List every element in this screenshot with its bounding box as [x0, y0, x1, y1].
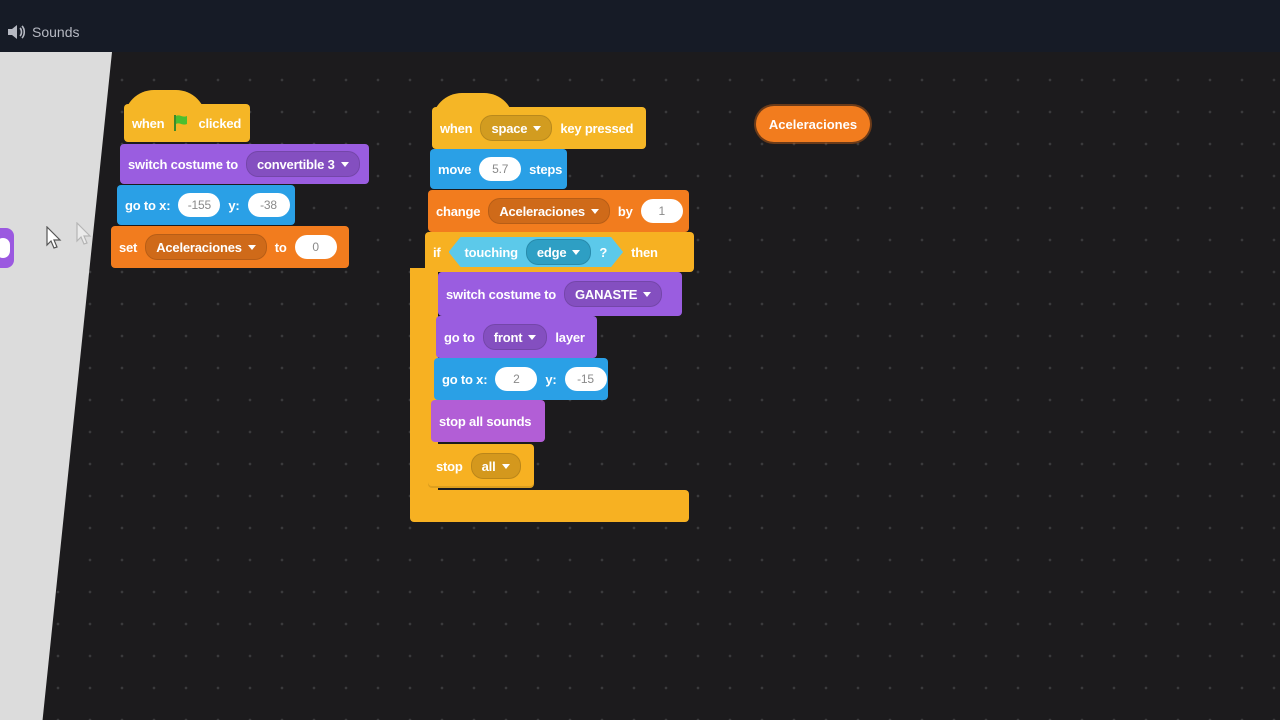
stop-option-value: all — [481, 458, 496, 474]
go-to-x-label: go to x: — [442, 371, 488, 387]
stop-all-sounds-block[interactable]: stop all sounds — [431, 400, 545, 442]
set-variable-block[interactable]: set Aceleraciones to 0 — [111, 226, 349, 268]
go-to-xy-block[interactable]: go to x: 2 y: -15 — [434, 358, 608, 400]
x-input[interactable]: -155 — [178, 193, 221, 217]
variable-dropdown[interactable]: Aceleraciones — [145, 234, 267, 260]
y-input[interactable]: -15 — [564, 367, 607, 391]
stop-option-dropdown[interactable]: all — [470, 453, 521, 479]
y-label: y: — [228, 197, 240, 213]
variable-value: Aceleraciones — [156, 239, 242, 255]
if-block-bottom-arm — [410, 490, 689, 522]
costume-dropdown[interactable]: GANASTE — [564, 281, 663, 307]
steps-label: steps — [529, 161, 563, 177]
change-value-input[interactable]: 1 — [640, 199, 683, 223]
tab-sounds[interactable]: Sounds — [6, 22, 79, 42]
costume-dropdown[interactable]: convertible 3 — [246, 151, 360, 177]
go-to-layer-block[interactable]: go to front layer — [436, 316, 597, 358]
tab-sounds-label: Sounds — [32, 24, 80, 40]
change-variable-block[interactable]: change Aceleraciones by 1 — [428, 190, 689, 232]
chevron-down-icon — [643, 291, 652, 297]
set-label: set — [119, 239, 138, 255]
y-label: y: — [545, 371, 557, 387]
when-key-pressed-block[interactable]: when space key pressed — [432, 93, 646, 149]
variable-value: Aceleraciones — [499, 203, 585, 219]
touching-object-value: edge — [536, 244, 567, 260]
go-to-label: go to — [444, 329, 475, 345]
top-bar: Sounds — [0, 0, 1280, 52]
go-to-x-label: go to x: — [125, 197, 171, 213]
key-pressed-label: key pressed — [560, 120, 634, 136]
touching-label: touching — [464, 244, 518, 260]
clicked-label: clicked — [198, 115, 242, 131]
costume-value: convertible 3 — [257, 156, 335, 172]
move-label: move — [438, 161, 472, 177]
if-then-block[interactable]: if touching edge ? then — [425, 232, 694, 272]
chevron-down-icon — [572, 250, 580, 255]
switch-costume-block[interactable]: switch costume to GANASTE — [438, 272, 682, 316]
question-mark-label: ? — [599, 244, 608, 260]
when-flag-clicked-block[interactable]: when clicked — [124, 90, 250, 142]
set-value-input[interactable]: 0 — [294, 235, 337, 259]
by-label: by — [617, 203, 633, 219]
when-label: when — [132, 115, 165, 131]
when-label: when — [440, 120, 473, 136]
costume-value: GANASTE — [575, 286, 638, 302]
variable-dropdown[interactable]: Aceleraciones — [488, 198, 610, 224]
stop-block[interactable]: stop all — [428, 444, 534, 488]
mouse-cursor-ghost-icon — [76, 222, 92, 245]
layer-label: layer — [555, 329, 585, 345]
key-value: space — [491, 120, 528, 136]
go-to-xy-block[interactable]: go to x: -155 y: -38 — [117, 185, 295, 225]
y-input[interactable]: -38 — [247, 193, 290, 217]
layer-dropdown[interactable]: front — [482, 324, 548, 350]
if-label: if — [433, 244, 441, 260]
layer-value: front — [493, 329, 523, 345]
stop-label: stop — [436, 458, 463, 474]
move-steps-block[interactable]: move 5.7 steps — [430, 149, 567, 189]
key-dropdown[interactable]: space — [480, 115, 553, 141]
stop-all-sounds-label: stop all sounds — [439, 413, 532, 429]
chevron-down-icon — [247, 244, 256, 250]
change-label: change — [436, 203, 481, 219]
touching-object-dropdown[interactable]: edge — [526, 239, 592, 265]
chevron-down-icon — [528, 334, 537, 340]
reporter-label: Aceleraciones — [768, 116, 858, 132]
chevron-down-icon — [340, 161, 349, 167]
steps-input[interactable]: 5.7 — [479, 157, 522, 181]
switch-costume-label: switch costume to — [446, 286, 557, 302]
chevron-down-icon — [501, 463, 510, 469]
chevron-down-icon — [590, 208, 599, 214]
x-input[interactable]: 2 — [495, 367, 538, 391]
touching-condition-block[interactable]: touching edge ? — [449, 237, 624, 267]
variable-reporter-aceleraciones[interactable]: Aceleraciones — [756, 106, 870, 142]
palette-block-fragment[interactable] — [0, 228, 14, 268]
then-label: then — [631, 244, 658, 260]
speaker-icon — [8, 25, 26, 39]
green-flag-icon — [174, 115, 188, 131]
to-label: to — [274, 239, 287, 255]
mouse-cursor-icon — [46, 226, 62, 249]
switch-costume-block[interactable]: switch costume to convertible 3 — [120, 144, 369, 184]
chevron-down-icon — [533, 125, 542, 131]
switch-costume-label: switch costume to — [128, 156, 239, 172]
